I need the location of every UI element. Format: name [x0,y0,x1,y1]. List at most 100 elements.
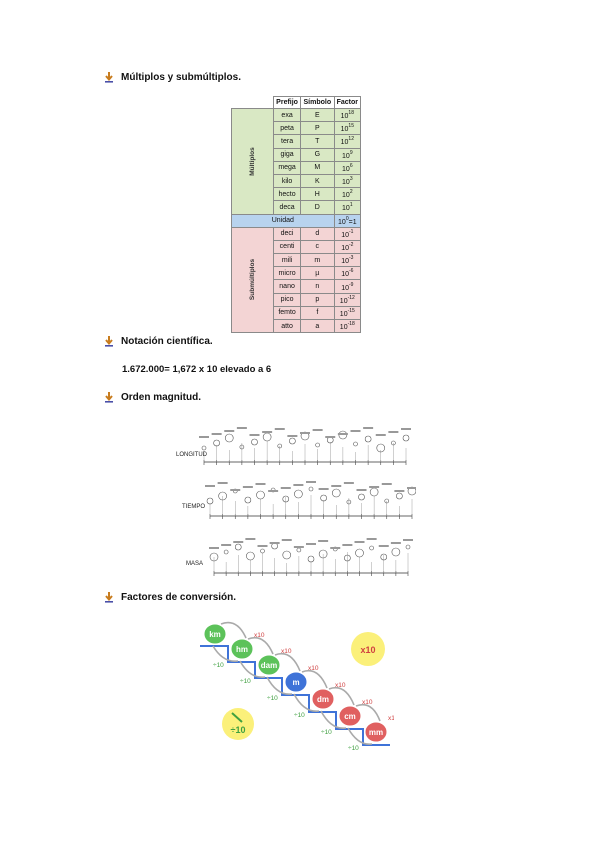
caption-text-blur [205,485,215,487]
caption-text-blur [378,545,389,547]
factor-exponent: 15 [348,123,354,130]
caption-text-blur [354,541,365,543]
caption-text-blur [281,539,292,541]
cell-factor: 10-9 [333,279,362,294]
factor-exponent: 2 [349,189,353,196]
sketch-icon [246,551,255,561]
sketch-icon [353,441,358,447]
cell-factor: 10-12 [333,292,362,307]
sketch-icon [218,491,227,501]
caption-text-blur [312,429,323,431]
factor-base: 10 [339,310,348,318]
caption-text-blur [403,539,413,541]
factor-exponent: -9 [348,281,354,288]
group-label: Submúltiplos [249,259,257,301]
sketch-icon [282,495,290,503]
factor-base: 10 [342,152,350,160]
row-label-longitud: LONGITUD [176,452,208,458]
factor-base: 10 [339,324,348,332]
caption-text-blur [394,490,405,492]
arrow-bullet-icon [103,391,115,403]
cell-simbolo: M [299,160,335,175]
multiply-label: x10 [335,682,346,689]
cell-prefijo: kilo [273,173,301,189]
col-header-prefijo: Prefijo [273,96,301,109]
divide-label: ÷10 [213,662,224,669]
caption-text-blur [209,547,219,549]
multiply-label: x10 [281,648,292,655]
factor-base: 10 [339,297,348,305]
factor-base: 10 [341,244,349,252]
sketch-icon [315,442,320,448]
heading-orden: Orden magnitud. [103,391,201,403]
caption-text-blur [300,432,310,434]
cell-factor: 101 [333,200,362,215]
sketch-icon [318,549,328,559]
sketch-icon [346,499,352,505]
caption-text-blur [356,489,367,491]
caption-text-blur [366,538,377,540]
col-header-simbolo: Símbolo [299,96,335,109]
caption-text-blur [318,540,329,542]
caption-text-blur [306,481,316,483]
unit-label-cm: cm [344,712,356,721]
cell-simbolo: G [299,147,335,162]
factor-base: 10 [342,192,350,200]
arrow-bullet-icon [103,591,115,603]
cell-simbolo: P [299,121,335,136]
heading-notacion: Notación científica. [103,335,213,347]
cell-prefijo: exa [273,107,301,123]
caption-text-blur [230,489,241,491]
sketch-icon [391,440,396,446]
cell-simbolo: f [299,305,335,321]
cell-simbolo: n [299,279,335,294]
caption-text-blur [217,482,228,484]
caption-text-blur [337,433,348,435]
sketch-icon [307,555,315,563]
unit-label-dam: dam [261,661,277,670]
multiply-label: x10 [362,699,373,706]
cell-simbolo: m [299,253,335,268]
sketch-icon [364,435,372,443]
cell-prefijo: mega [273,160,301,175]
factor-base: 10 [341,284,349,292]
caption-text-blur [262,431,273,433]
multiply-circle [351,632,385,666]
caption-text-blur [236,427,247,429]
down-arrow [328,686,355,706]
caption-text-blur [280,487,291,489]
factor-base: 10 [340,113,349,121]
cell-factor: 109 [333,147,362,162]
sketch-icon [294,489,303,499]
sketch-icon [223,549,229,555]
caption-text-blur [331,485,342,487]
group-submultiplos: Submúltiplos [230,226,275,334]
factor-base: 10 [341,258,349,266]
caption-text-blur [342,544,353,546]
factor-base: 10 [341,271,349,279]
sketch-icon [251,438,258,446]
down-arrow [274,652,301,672]
caption-text-blur [245,538,256,540]
caption-text-blur [363,427,374,429]
cell-factor: 1012 [333,134,362,149]
factor-exponent: 6 [349,162,353,169]
sketch-icon [206,497,214,505]
factor-exponent: 0 [345,215,349,222]
caption-text-blur [274,428,285,430]
divide-arrow-icon [231,712,243,723]
sketch-icon [260,548,265,554]
unit-bubble-dm [311,688,335,710]
caption-text-blur [257,545,268,547]
caption-text-blur [381,483,392,485]
factor-base: 10 [340,139,349,147]
caption-text-blur [242,486,253,488]
factor-exponent: 3 [349,176,353,183]
